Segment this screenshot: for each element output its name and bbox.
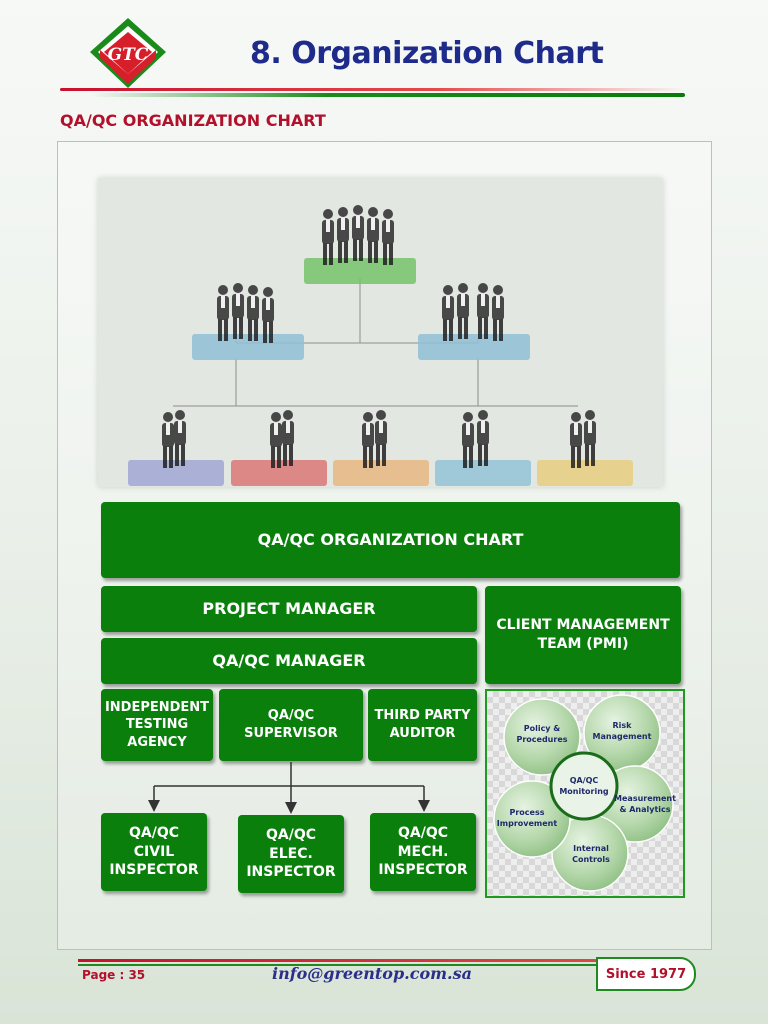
cycle-policy-line1: Policy & <box>524 724 561 733</box>
third-party-auditor-box: THIRD PARTY AUDITOR <box>368 689 477 761</box>
section-subtitle: QA/QC ORGANIZATION CHART <box>60 111 326 130</box>
civil-inspector-box: QA/QC CIVIL INSPECTOR <box>101 813 207 891</box>
qaqc-manager-box: QA/QC MANAGER <box>101 638 477 684</box>
org-chart-illustration <box>98 178 663 487</box>
independent-testing-agency-box: INDEPENDENT TESTING AGENCY <box>101 689 213 761</box>
cycle-measurement-line2: & Analytics <box>619 805 670 814</box>
contact-email[interactable]: info@greentop.com.sa <box>272 964 472 983</box>
qaqc-cycle-diagram: Policy & Procedures Risk Management Meas… <box>485 689 685 898</box>
cycle-risk-line1: Risk <box>613 721 633 730</box>
project-manager-box: PROJECT MANAGER <box>101 586 477 632</box>
cycle-process-line2: Improvement <box>497 819 558 828</box>
header-divider-red <box>60 88 685 91</box>
logo-text: GTC <box>108 45 149 65</box>
client-management-team-box: CLIENT MANAGEMENT TEAM (PMI) <box>485 586 681 684</box>
cycle-internal-line2: Controls <box>572 855 610 864</box>
cycle-risk-line2: Management <box>593 732 652 741</box>
cycle-process-line1: Process <box>510 808 545 817</box>
header-divider-green <box>90 93 685 97</box>
footer-divider-red <box>78 959 598 962</box>
company-logo: GTC <box>86 14 170 92</box>
footer-divider-green <box>78 964 598 966</box>
page-number: Page : 35 <box>82 968 146 982</box>
cycle-center-line1: QA/QC <box>570 776 599 785</box>
cycle-measurement-line1: Measurement <box>614 794 676 803</box>
cycle-internal-line1: Internal <box>573 844 609 853</box>
qaqc-supervisor-box: QA/QC SUPERVISOR <box>219 689 363 761</box>
cycle-policy-line2: Procedures <box>516 735 567 744</box>
elec-inspector-box: QA/QC ELEC. INSPECTOR <box>238 815 344 893</box>
page-title: 8. Organization Chart <box>250 36 604 71</box>
since-badge: Since 1977 <box>596 957 696 991</box>
mech-inspector-box: QA/QC MECH. INSPECTOR <box>370 813 476 891</box>
cycle-center-line2: Monitoring <box>559 787 609 796</box>
chart-banner: QA/QC ORGANIZATION CHART <box>101 502 680 578</box>
